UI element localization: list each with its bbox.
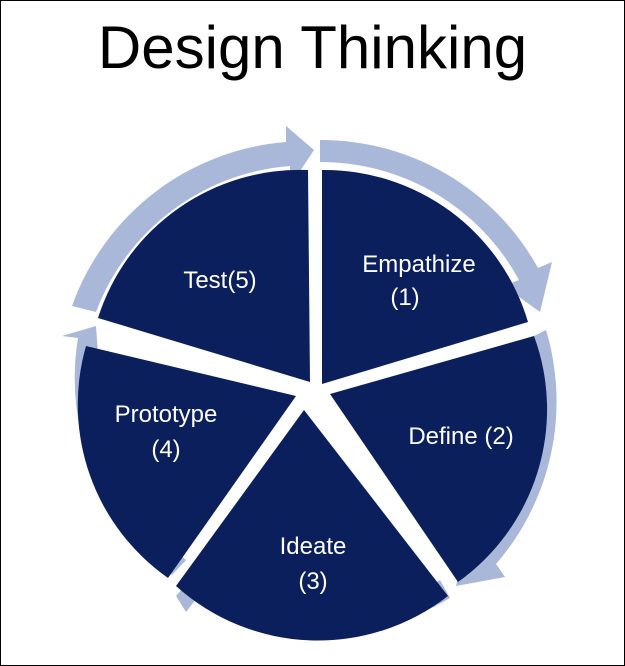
- stage-number-prototype: (4): [151, 436, 180, 463]
- stage-number-empathize: (1): [390, 284, 419, 311]
- segment-prototype: [77, 346, 296, 578]
- stage-label-empathize: Empathize: [362, 251, 475, 278]
- segment-labels: Empathize (1) Define (2) Ideate (3) Prot…: [115, 251, 514, 595]
- ring-arrow-test: [72, 126, 314, 312]
- stage-label-define: Define (2): [408, 423, 513, 450]
- segment-test: [98, 169, 310, 382]
- ring-arrow-empathize: [320, 139, 552, 312]
- page-title: Design Thinking: [97, 14, 528, 81]
- segment-ideate: [176, 410, 448, 641]
- segment-define: [330, 336, 548, 582]
- stage-number-ideate: (3): [298, 568, 327, 595]
- stage-label-test: Test(5): [183, 267, 256, 294]
- segment-empathize: [322, 169, 528, 384]
- stage-label-ideate: Ideate: [280, 533, 347, 560]
- segments: [77, 169, 548, 641]
- stage-label-prototype: Prototype: [115, 401, 218, 428]
